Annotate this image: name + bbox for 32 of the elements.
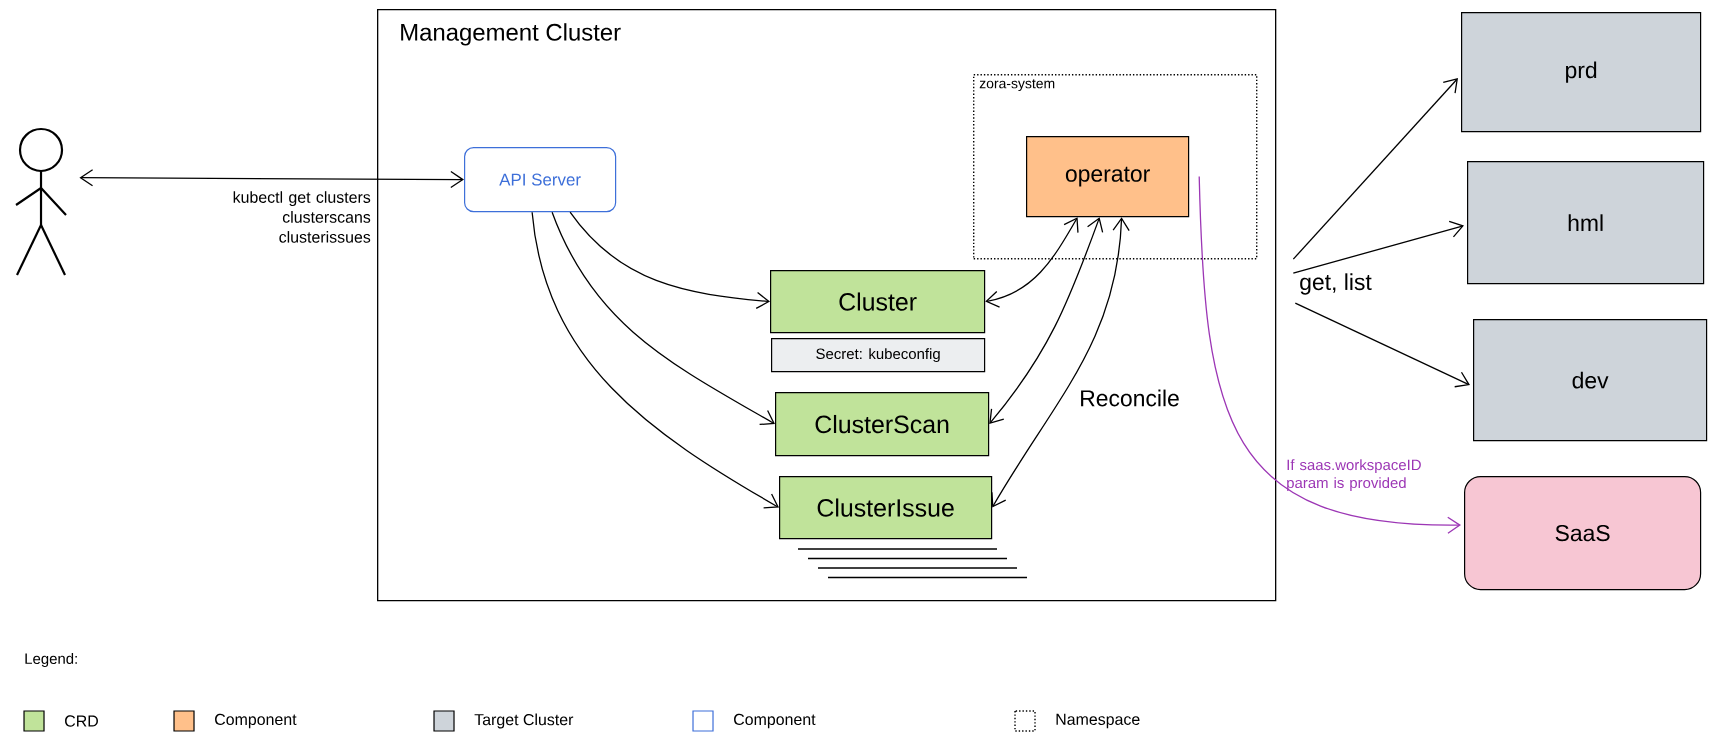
stick-figure-drawing [15,127,67,276]
service-box: SaaS [1464,476,1702,591]
arrow [531,211,779,509]
arrow [989,217,1104,425]
arrow [985,217,1079,308]
arrow [991,217,1130,508]
edge-label: get, list [1300,273,1372,295]
legend-title: Legend: [25,653,77,667]
component-box: API Server [464,147,617,213]
edge-label: If saas.workspaceID param is provided [1287,459,1421,492]
arrow [1294,302,1470,388]
arrow [1292,220,1464,274]
cluster-box: prd [1461,12,1702,133]
resource-box: ClusterIssue [779,476,993,540]
arrow [551,211,775,426]
resource-box: Cluster [770,270,986,334]
legend-label: Component [215,713,297,729]
cluster-box: hml [1467,161,1705,285]
legend-label: Component [734,713,816,729]
cluster-box: dev [1473,319,1708,442]
secret-box: Secret: kubeconfig [771,338,986,373]
legend-label: Namespace [1056,713,1140,729]
component-box: operator [1026,136,1190,218]
resource-box: ClusterScan [775,392,990,457]
edge-label: kubectl get clusters clusterscans clusterissues [233,191,371,243]
arrow [79,169,464,189]
legend-label: CRD [65,715,98,727]
arrow [569,211,770,310]
legend-label: Target Cluster [474,713,574,729]
edge-label: Reconcile [1081,389,1179,407]
arrow [1198,175,1461,534]
arrow [1292,78,1458,260]
